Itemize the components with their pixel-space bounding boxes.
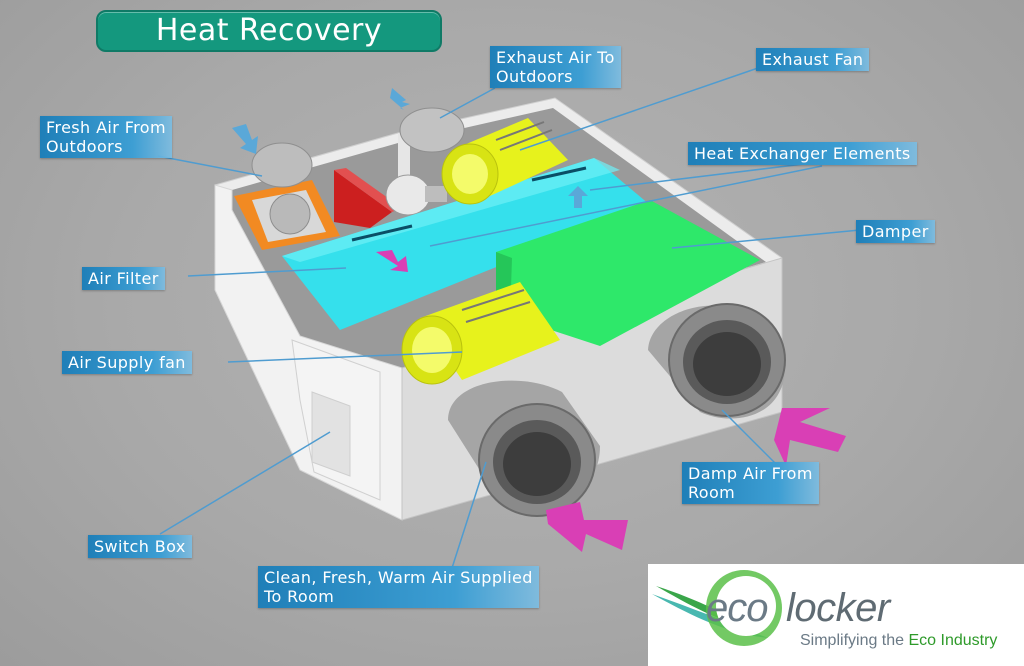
- leader-air-filter: [187, 267, 347, 277]
- leader-heat-exchanger-2: [429, 165, 823, 247]
- arrow-exhaust-out: [390, 88, 410, 110]
- intake-frame-red: [334, 170, 392, 228]
- switch-box-face: [311, 391, 351, 477]
- arrow-fresh-air-in: [232, 124, 258, 154]
- label-air-supply-fan: Air Supply fan: [62, 351, 192, 374]
- supply-fan: [401, 282, 560, 385]
- arrow-damp-air-in: [774, 408, 846, 466]
- exhaust-motor: [385, 174, 431, 216]
- arrow-clean-air-out: [546, 502, 628, 552]
- intake-duct-hole: [269, 193, 311, 235]
- leader-heat-exchanger-1: [589, 161, 821, 191]
- label-heat-exchanger-elements: Heat Exchanger Elements: [688, 142, 917, 165]
- fresh-air-pipe: [251, 142, 313, 188]
- arrow-heat-exchange: [568, 186, 588, 208]
- label-fresh-air-from-outdoors: Fresh Air From Outdoors: [40, 116, 172, 158]
- leader-switch-box: [159, 431, 331, 535]
- leader-exhaust-fan: [519, 67, 759, 151]
- filter-marker-1: [351, 224, 413, 242]
- leader-supply-fan: [227, 351, 463, 363]
- leader-clean-air: [451, 461, 487, 569]
- logo-eco-text: eco: [706, 586, 768, 630]
- label-switch-box: Switch Box: [88, 535, 192, 558]
- leader-fresh-air: [157, 155, 263, 177]
- intake-frame-red-edge: [334, 168, 402, 212]
- logo-tagline-highlight: Eco Industry: [908, 632, 998, 649]
- exhaust-motor-shaft: [425, 186, 447, 202]
- logo-tagline: Simplifying the Eco Industry: [800, 632, 997, 650]
- label-damper: Damper: [856, 220, 935, 243]
- air-filter: [282, 158, 650, 330]
- label-air-filter: Air Filter: [82, 267, 165, 290]
- label-clean-fresh-warm-air: Clean, Fresh, Warm Air Supplied To Room: [258, 566, 539, 608]
- label-exhaust-fan: Exhaust Fan: [756, 48, 870, 71]
- logo-locker-text: locker: [786, 586, 890, 630]
- exhaust-air-pipe: [399, 107, 465, 153]
- label-damp-air-from-room: Damp Air From Room: [682, 462, 819, 504]
- arrow-supply-in-unit: [376, 250, 408, 272]
- logo-globe-inner: [716, 576, 776, 636]
- logo-tagline-prefix: Simplifying the: [800, 632, 909, 649]
- return-duct: [648, 303, 786, 419]
- diagram-title: Heat Recovery: [96, 10, 442, 52]
- leader-exhaust-air: [439, 87, 496, 119]
- filter-marker-2: [531, 166, 587, 182]
- exhaust-fan: [441, 118, 568, 205]
- ecolocker-logo: [648, 564, 1024, 666]
- damper: [496, 200, 760, 346]
- leader-damper: [671, 229, 861, 249]
- supply-duct: [448, 380, 600, 517]
- leader-damp-air: [721, 409, 777, 465]
- label-exhaust-air-to-outdoors: Exhaust Air To Outdoors: [490, 46, 621, 88]
